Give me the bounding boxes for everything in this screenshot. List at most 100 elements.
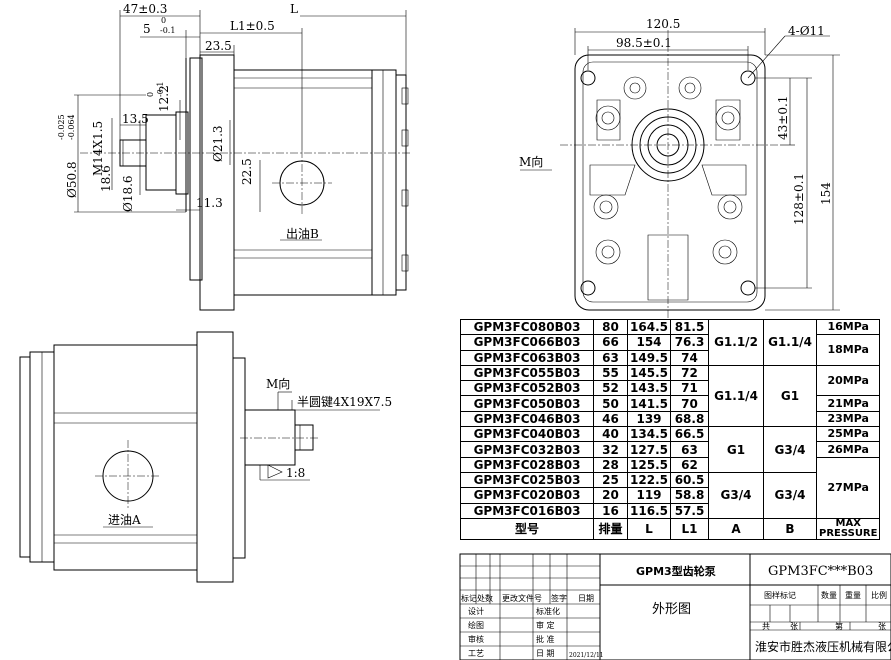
dim-23-5: 23.5	[205, 39, 232, 53]
disp-cell: 25	[593, 471, 628, 489]
disp-cell: 80	[593, 318, 628, 336]
dim-11-3: 11.3	[196, 196, 223, 210]
l-cell: 134.5	[627, 426, 671, 443]
role-review: 审核	[468, 634, 484, 644]
table-row: GPM3FC046B03 46 139 68.8 23MPa	[460, 410, 881, 428]
l1-cell: 68.8	[670, 410, 709, 428]
port-a-cell: G1.1/2	[708, 319, 764, 366]
taper-label: 1:8	[286, 466, 305, 480]
dim-50-8: Ø50.8	[65, 161, 79, 198]
disp-cell: 52	[593, 380, 628, 397]
dim-50-8-tol-upper: -0.025	[57, 114, 66, 140]
pressure-cell: 16MPa	[815, 318, 881, 336]
product-name: GPM3型齿轮泵	[636, 564, 716, 578]
front-view-m-label: M向	[519, 154, 543, 169]
check-approve-1: 审 定	[536, 620, 555, 630]
dim-L: L	[290, 2, 298, 16]
dim-50-8-tol-lower: -0.064	[67, 114, 76, 140]
model-cell: GPM3FC025B03	[460, 471, 594, 489]
model-cell: GPM3FC016B03	[460, 502, 594, 519]
l-cell: 141.5	[627, 395, 671, 412]
stage-label: 图样标记	[764, 590, 796, 600]
table-header-row: 型号 排量 L L1 A B MAX PRESSURE	[460, 517, 881, 540]
port-b-cell: G3/4	[763, 471, 817, 519]
role-process: 工艺	[468, 649, 484, 658]
pressure-cell: 25MPa	[815, 426, 881, 443]
dim-18-6-a: 18.6	[99, 165, 113, 192]
l1-cell: 66.5	[670, 426, 709, 443]
l-cell: 116.5	[627, 502, 671, 519]
model-cell: GPM3FC055B03	[460, 364, 594, 382]
port-b-cell: G3/4	[763, 426, 817, 473]
l1-cell: 60.5	[670, 471, 709, 489]
l1-cell: 57.5	[670, 502, 709, 519]
l-cell: 125.5	[627, 456, 671, 473]
l-cell: 149.5	[627, 349, 671, 366]
l1-cell: 70	[670, 395, 709, 412]
table-row: GPM3FC032B03 32 127.5 63 26MPa	[460, 441, 881, 458]
l1-cell: 58.8	[670, 487, 709, 504]
l1-cell: 72	[670, 364, 709, 382]
dim-13-5: 13.5	[122, 112, 149, 126]
drawing-name: 外形图	[652, 602, 691, 617]
port-a-cell: G3/4	[708, 471, 764, 519]
model-cell: GPM3FC028B03	[460, 456, 594, 473]
dim-18-6-b: Ø18.6	[121, 175, 135, 212]
pressure-cell: 20MPa	[815, 364, 881, 397]
rev-label-0: 标记	[461, 593, 477, 603]
role-draw: 绘图	[468, 620, 484, 630]
pressure-cell: 27MPa	[815, 456, 881, 519]
disp-cell: 16	[593, 502, 628, 519]
company-name: 淮安市胜杰液压机械有限公司	[755, 639, 891, 654]
sheet-total-label: 共	[762, 622, 770, 631]
dim-12-2-tol-upper: 0	[146, 92, 155, 97]
l-cell: 145.5	[627, 364, 671, 382]
sheet-unit-2: 张	[878, 622, 886, 631]
front-view: 120.5 98.5±0.1 4-Ø11 43±0.1 128±0.1 154 …	[519, 17, 840, 320]
dim-43: 43±0.1	[776, 96, 790, 140]
bottom-view-m-label: M向	[266, 376, 290, 391]
dim-m14: M14X1.5	[91, 121, 105, 176]
table-row: GPM3FC040B03 40 134.5 66.5 G1 G3/4 25MPa	[460, 426, 881, 473]
rev-label-1: 处数	[477, 593, 493, 603]
header-l1: L1	[670, 517, 709, 540]
model-cell: GPM3FC032B03	[460, 441, 594, 458]
disp-cell: 50	[593, 395, 628, 412]
rev-label-3: 签字	[551, 593, 567, 603]
pressure-cell: 21MPa	[815, 395, 881, 412]
dim-154: 154	[819, 182, 833, 205]
header-max: MAX	[835, 517, 861, 529]
table-row: GPM3FC050B03 50 141.5 70 21MPa	[460, 395, 881, 412]
dim-12-2-tol-lower: -0.1	[156, 82, 165, 97]
l1-cell: 76.3	[670, 334, 709, 351]
model-cell: GPM3FC040B03	[460, 426, 594, 443]
rev-label-4: 日期	[578, 594, 594, 603]
l-cell: 154	[627, 334, 671, 351]
outlet-label: 出油B	[286, 227, 319, 241]
table-row: GPM3FC066B03 66 154 76.3 18MPa	[460, 334, 881, 366]
model-cell: GPM3FC020B03	[460, 487, 594, 504]
title-block: 标记 处数 更改文件号 签字 日期 设计 绘图 审核 工艺 标准化 审 定 批 …	[459, 553, 891, 660]
dim-12-2: 12.2	[157, 85, 171, 112]
dim-98-5: 98.5±0.1	[616, 36, 672, 50]
weight-label: 重量	[845, 590, 861, 600]
header-disp: 排量	[593, 517, 628, 540]
dim-5-tol-lower: -0.1	[160, 26, 175, 35]
inlet-label: 进油A	[108, 513, 141, 527]
disp-cell: 55	[593, 364, 628, 382]
model-cell: GPM3FC063B03	[460, 349, 594, 366]
l-cell: 164.5	[627, 318, 671, 336]
pressure-cell: 18MPa	[815, 334, 881, 366]
model-cell: GPM3FC080B03	[460, 318, 594, 336]
pressure-cell: 23MPa	[815, 410, 881, 428]
dim-47: 47±0.3	[123, 2, 167, 16]
l1-cell: 74	[670, 349, 709, 366]
header-max-pressure: MAX PRESSURE	[815, 517, 881, 540]
spec-table: GPM3FC080B03 80 164.5 81.5 G1.1/2 G1.1/4…	[460, 318, 881, 540]
model-cell: GPM3FC052B03	[460, 380, 594, 397]
qty-label: 数量	[821, 590, 837, 600]
dim-22-5: 22.5	[240, 158, 254, 185]
table-row: GPM3FC028B03 28 125.5 62 27MPa	[460, 456, 881, 519]
port-b-cell: G1.1/4	[763, 319, 817, 366]
